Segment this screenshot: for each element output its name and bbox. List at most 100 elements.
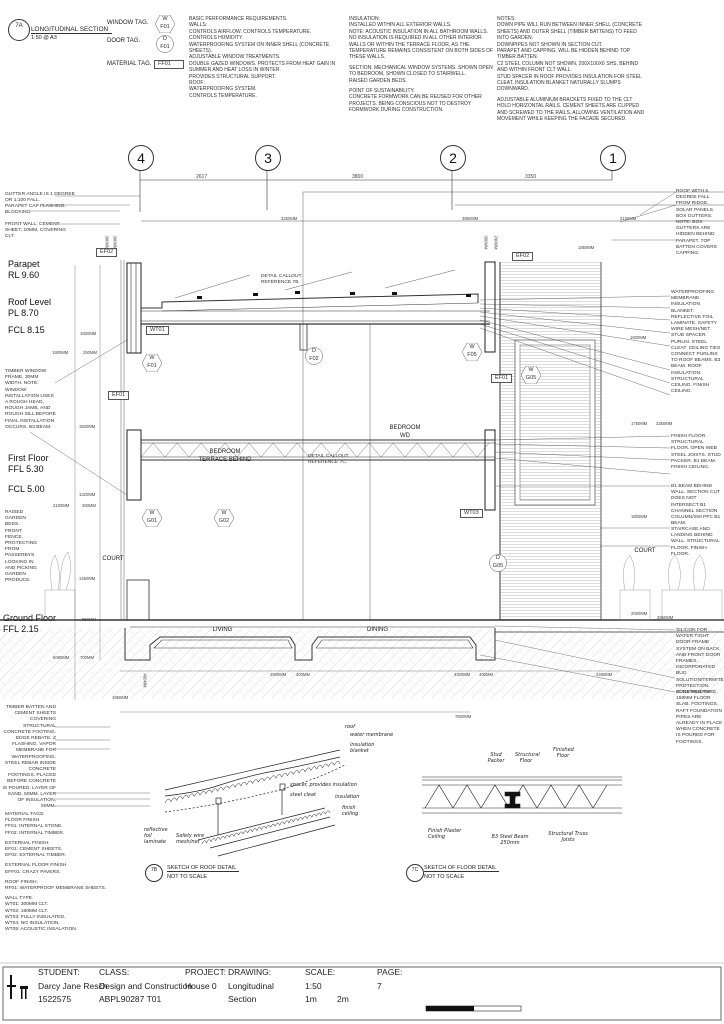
note-gutter: GUTTER ANGLE IS 1 DEGREE OR 1:100 FALL. bbox=[5, 192, 75, 204]
dim-label: 1600MM bbox=[630, 335, 647, 340]
sketch-label: Stud Packer bbox=[487, 752, 505, 764]
dim-label: 1320MM bbox=[79, 492, 96, 497]
note-line: WALL TYPE. bbox=[5, 896, 34, 902]
notes-performance: BASIC PERFORMANCE REQUIREMENTS.WALLS:CON… bbox=[189, 16, 339, 99]
dim-label: 300MM bbox=[112, 235, 118, 250]
note-line: DOWN PIPE WILL RUN BETWEEN INNER SHELL (… bbox=[497, 22, 642, 42]
room-court-right: COURT bbox=[634, 548, 656, 554]
sketch-label: steel cleat bbox=[290, 792, 316, 798]
note-line: ROOF: bbox=[189, 80, 205, 87]
room-court-left: COURT bbox=[102, 556, 124, 562]
note-parapet-cap: PARAPET CAP FLASHING. bbox=[5, 204, 66, 209]
note-footing: TIMBER BATTEN AND CEMENT SHEETS COVERING… bbox=[2, 705, 56, 810]
notes-insulation: INSULATION:INSTALLED WITHIN ALL EXTERIOR… bbox=[349, 16, 499, 114]
note-line: WT02: 160MM CLT. bbox=[5, 908, 49, 914]
dim-label: 2150MM bbox=[620, 216, 637, 221]
note-blocking: BLOCKING. bbox=[5, 210, 32, 215]
grid-dim-4-3: 2617 bbox=[196, 174, 208, 180]
note-front-wall: FRONT WALL: CEMENT SHEET, 10MM, COVERING… bbox=[5, 222, 66, 240]
sketch-label: B3 Steel Beam 250mm bbox=[491, 834, 529, 846]
note-roof: ROOF WITH 5 DEGREE FALL FROM RIDGE. SOLA… bbox=[676, 189, 717, 257]
tag-ef01-left: EF01 bbox=[108, 391, 130, 400]
note-line: WT01: 300MM CLT. bbox=[5, 902, 49, 908]
note-b1-beam: B1 BEAM BEHIND WALL. SECTION CUT DOES NO… bbox=[671, 484, 721, 527]
tag-ef01-right: EF01 bbox=[491, 374, 513, 383]
dim-label: 1850MM bbox=[578, 245, 595, 250]
detail-7c-scale: NOT TO SCALE bbox=[424, 874, 465, 880]
note-line: INSTALLED WITHIN ALL EXTERIOR WALLS. bbox=[349, 22, 452, 29]
sketch-label: Structural Floor bbox=[515, 752, 540, 764]
detail-7b-title: SKETCH OF ROOF DETAIL bbox=[167, 865, 240, 872]
detail-7c-bubble: 7C bbox=[406, 864, 424, 882]
sketch-label: Finished Floor bbox=[553, 747, 574, 759]
dim-label: 1600MM bbox=[80, 331, 97, 336]
note-line: RF01: WATERPROOF MEMBRANE SHEETS. bbox=[5, 886, 107, 892]
dim-label: 290MM bbox=[493, 235, 499, 250]
sketch-label: reflective foil laminate bbox=[144, 827, 168, 845]
sketch-label: Structural Truss Joists bbox=[548, 831, 588, 843]
material-tag-label: MATERIAL TAG. bbox=[107, 61, 152, 67]
note-line: FLOOR FINISH. bbox=[5, 818, 41, 824]
note-line: CONTROLS AIRFLOW. CONTROLS TEMPERATURE. … bbox=[189, 28, 312, 42]
note-line: RAISED GARDEN BEDS. bbox=[349, 77, 407, 84]
section-id-bubble: 7A bbox=[8, 19, 30, 41]
sketch-label: finish ceiling bbox=[342, 805, 359, 817]
window-tag-label: WINDOW TAG. bbox=[107, 20, 149, 26]
dim-label: 260MM bbox=[82, 503, 96, 508]
grid-bubble-1: 1 bbox=[600, 145, 626, 171]
dim-label: 1500MM bbox=[79, 424, 96, 429]
sketch-label: Safety wire mesh/net bbox=[176, 833, 205, 845]
note-line: WT03: FULLY INSULATED. bbox=[5, 914, 66, 920]
level-fcl-upper: FCL 8.15 bbox=[8, 325, 45, 335]
notes-general: NOTES:DOWN PIPE WILL RUN BETWEEN INNER S… bbox=[497, 16, 645, 123]
dim-label: 400MM bbox=[142, 673, 148, 688]
note-line: BASIC PERFORMANCE REQUIREMENTS. bbox=[189, 16, 288, 22]
note-line: C2 STEEL COLUMN NOT SHOWN, 200X100X6 SHS… bbox=[497, 60, 639, 74]
note-line: ROOF FINISH. bbox=[5, 879, 38, 885]
tag-ef02-left: EF02 bbox=[96, 248, 118, 257]
sketch-label: insulation bbox=[335, 794, 360, 800]
note-line: FF02: INTERNAL TIMBER. bbox=[5, 830, 65, 836]
callout-7b: DETAIL CALLOUT. REFERENCE 7B. bbox=[261, 274, 303, 286]
note-garden-beds: RAISED GARDEN BEDS. FRONT FENCE. PROTECT… bbox=[5, 510, 38, 584]
note-silicon: SILICON FOR WATER TIGHT DOOR FRAME SYSTE… bbox=[676, 628, 724, 696]
dim-label: 250MM bbox=[83, 350, 97, 355]
grid-bubble-2: 2 bbox=[440, 145, 466, 171]
note-roof-layers: WATERPROOFING MEMBRANE. INSULATION BLANK… bbox=[671, 290, 721, 395]
dim-label: 300MM bbox=[483, 235, 489, 250]
dim-label: 400MM bbox=[479, 672, 493, 677]
note-line: DOUBLE GAZED WINDOWS. PROTECTS FROM HEAT… bbox=[189, 60, 336, 74]
dim-label: 2450MM bbox=[596, 672, 613, 677]
dim-label: 3100MM bbox=[53, 503, 70, 508]
material-tag-legend: FF01 bbox=[154, 60, 184, 69]
room-dining: DINING bbox=[367, 627, 388, 633]
note-line: POINT OF SUSTAINABILITY. bbox=[349, 88, 415, 95]
dim-label: 850MM bbox=[82, 617, 96, 622]
title-project: PROJECT:House 0 bbox=[185, 967, 227, 991]
note-line: EF01: CEMENT SHEETS. bbox=[5, 847, 63, 853]
scale-2m: 2m bbox=[337, 994, 349, 1004]
dim-label: 300MM bbox=[104, 235, 110, 250]
dim-label: 2900MM bbox=[270, 672, 287, 677]
note-line: WT05: ACOUSTIC INSALATION. bbox=[5, 927, 78, 933]
note-line: ADJUSTABLE ALUMINIUM BRACKETS FIXED TO T… bbox=[497, 96, 645, 123]
sketch-label: roof bbox=[345, 724, 355, 730]
dim-label: 1950MM bbox=[112, 695, 129, 700]
door-tag-label: DOOR TAG. bbox=[107, 38, 141, 44]
note-line: SECTION: MECHANICAL WINDOW SYSTEMS. SHOW… bbox=[349, 64, 493, 78]
note-line: EFF01: CRAZY PAVERS. bbox=[5, 869, 61, 875]
